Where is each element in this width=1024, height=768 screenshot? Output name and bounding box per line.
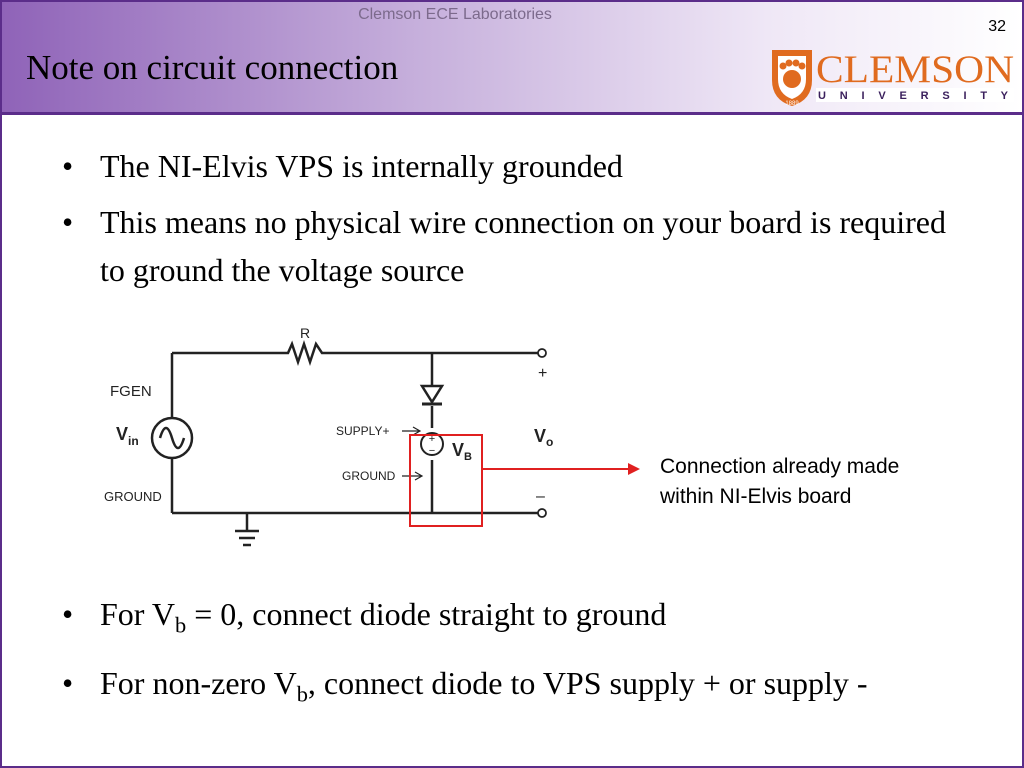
ground-left-label: GROUND — [104, 489, 162, 504]
vb-label: VB — [452, 440, 472, 463]
output-terminal-plus — [537, 348, 547, 358]
highlight-box — [409, 434, 483, 527]
diode-icon — [419, 384, 445, 405]
logo-university: U N I V E R S I T Y — [818, 90, 1009, 102]
ground-stem — [235, 513, 259, 547]
vb-minus-sign: − — [429, 445, 435, 457]
circuit-diagram: + − R FGEN Vin GROUND SUPPLY+ GROUND VB … — [104, 325, 640, 547]
vin-label: Vin — [116, 424, 139, 448]
top-bullet-list: • The NI-Elvis VPS is internally grounde… — [56, 142, 956, 302]
supply-label: SUPPLY+ — [336, 424, 389, 438]
callout-note-line: within NI-Elvis board — [660, 485, 852, 508]
callout-note-line: Connection already made — [660, 455, 900, 478]
bullet-item: • For Vb = 0, connect diode straight to … — [56, 590, 956, 649]
bullet-item: • This means no physical wire connection… — [56, 198, 956, 294]
supply-arrow — [402, 426, 422, 436]
bullet-item: • The NI-Elvis VPS is internally grounde… — [56, 142, 956, 190]
logo-year: 1889 — [785, 101, 799, 107]
slide-number: 32 — [988, 18, 1006, 35]
vb-plus-sign: + — [429, 433, 435, 445]
bullet-text: The NI-Elvis VPS is internally grounded — [100, 148, 623, 184]
top-wire — [172, 340, 540, 366]
logo-wordmark: CLEMSON — [816, 48, 1014, 91]
vb-source-icon — [420, 432, 444, 456]
tiger-paw-shield-icon: 1889 — [772, 50, 812, 107]
lab-name: Clemson ECE Laboratories — [358, 6, 552, 23]
slide-title: Note on circuit connection — [26, 48, 399, 87]
bullet-dot-icon: • — [62, 596, 74, 632]
bullet-text: For Vb = 0, connect diode straight to gr… — [100, 596, 667, 638]
sine-wave-icon — [158, 426, 186, 450]
bottom-bullet-list: • For Vb = 0, connect diode straight to … — [56, 590, 956, 729]
bullet-dot-icon: • — [62, 204, 74, 240]
fgen-label: FGEN — [110, 383, 152, 400]
clemson-logo: 1889 CLEMSON U N I V E R S I T Y — [772, 48, 1014, 107]
vo-label: Vo — [534, 426, 553, 449]
callout-note: Connection already made within NI-Elvis … — [660, 452, 990, 512]
plus-label: + — [538, 365, 547, 382]
bullet-dot-icon: • — [62, 665, 74, 702]
bullet-text: This means no physical wire connection o… — [100, 204, 946, 288]
ground-label: GROUND — [342, 469, 396, 483]
bullet-item: • For non-zero Vb, connect diode to VPS … — [56, 659, 956, 718]
output-terminal-minus — [537, 508, 547, 518]
bullet-dot-icon: • — [62, 148, 74, 184]
bullet-text: For non-zero Vb, connect diode to VPS su… — [100, 665, 868, 707]
callout-arrowhead-icon — [628, 463, 640, 475]
ground-arrow — [402, 471, 424, 481]
minus-label: – — [536, 488, 545, 505]
slide-header: Clemson ECE Laboratories 32 Note on circ… — [2, 2, 1022, 115]
resistor-label: R — [300, 325, 310, 341]
